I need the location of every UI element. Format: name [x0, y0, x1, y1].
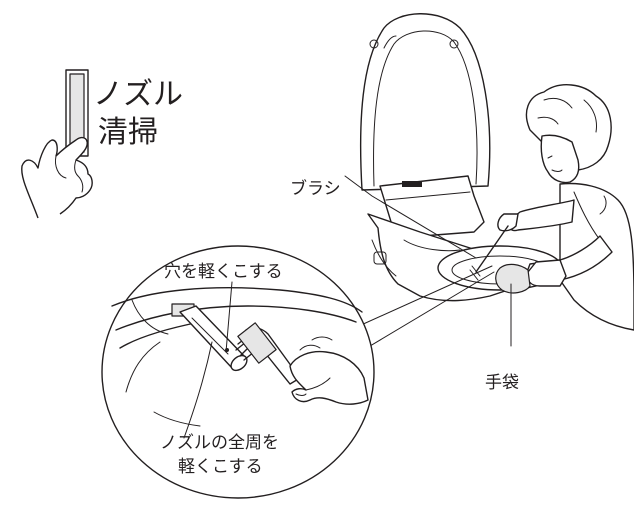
button-label-line2: 清掃	[98, 115, 158, 150]
nozzle-label-line1: ノズルの全周を	[160, 433, 279, 453]
nozzle-icon	[171, 303, 248, 372]
magnified-detail-circle	[101, 245, 375, 499]
toilet-seat-icon	[359, 13, 563, 302]
hand-pressing-button-icon	[21, 136, 93, 219]
brush-bristles	[469, 265, 481, 281]
brush-icon	[235, 322, 301, 385]
nozzle-leader-line	[183, 341, 213, 439]
magnified-hand	[289, 336, 369, 405]
nozzle-label-line2: 軽くこする	[178, 457, 263, 477]
nozzle-clean-button	[65, 69, 89, 157]
person-cleaning-icon	[495, 84, 634, 331]
button-label-line1: ノズル	[93, 77, 183, 112]
brush-leader-line	[344, 175, 477, 259]
hole-label: 穴を軽くこする	[164, 262, 283, 282]
zoom-line-lower	[359, 271, 495, 353]
glove-label: 手袋	[485, 373, 519, 393]
brush-handle	[475, 225, 509, 273]
hole-leader-line	[225, 281, 233, 353]
zoom-line-upper	[349, 265, 493, 331]
brush-label: ブラシ	[290, 178, 341, 199]
